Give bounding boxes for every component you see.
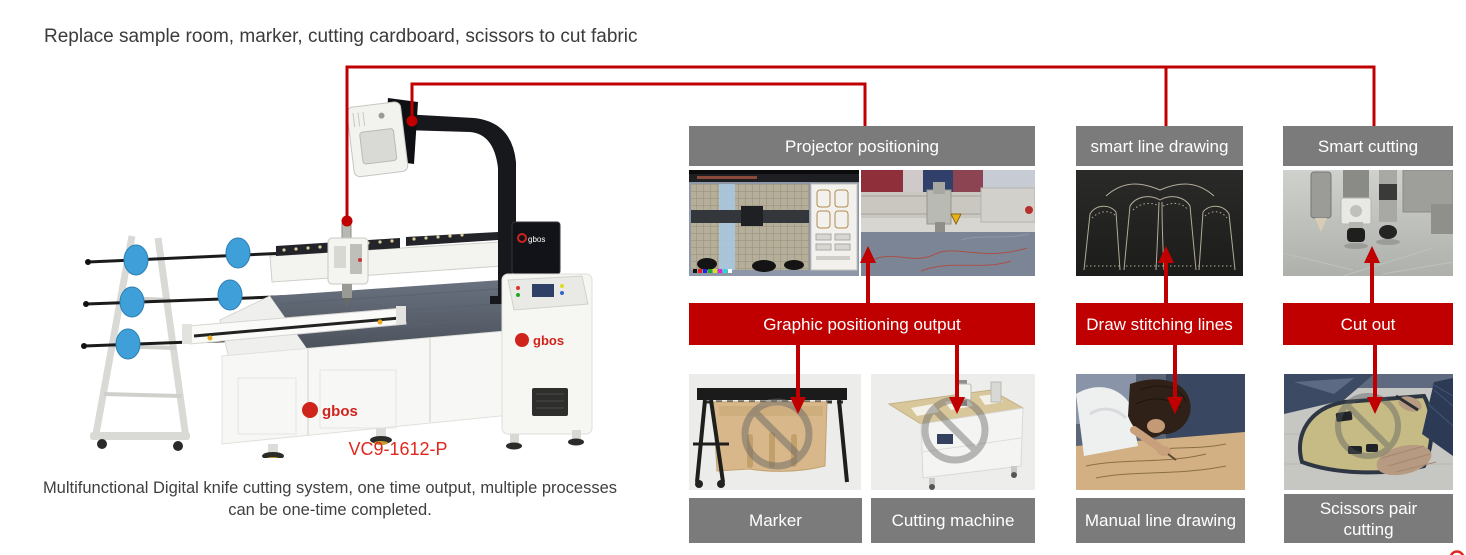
machine-photo: gbos xyxy=(70,88,650,461)
brand-logo-text: gbos xyxy=(322,403,358,420)
brand-logo: gbos xyxy=(302,402,358,420)
machine-description-line1: Multifunctional Digital knife cutting sy… xyxy=(42,479,618,497)
page-title: Replace sample room, marker, cutting car… xyxy=(44,26,638,47)
corner-page-mark xyxy=(1449,550,1465,555)
step-bar-label: Marker xyxy=(749,511,802,530)
step-bar-label: Graphic positioning output xyxy=(763,314,961,334)
step-bar-label: Cut out xyxy=(1340,314,1396,334)
step-bar-label: smart line drawing xyxy=(1090,136,1229,156)
software-screenshot-image xyxy=(689,170,859,276)
gantry-beam xyxy=(269,221,503,308)
laser-head-photo-image xyxy=(861,170,1035,276)
step-bar-projector-positioning: Projector positioning xyxy=(689,126,1035,166)
step-bar-marker: Marker xyxy=(689,498,862,543)
manual-drawing-photo-image xyxy=(1076,374,1245,490)
step-bar-graphic-positioning-output: Graphic positioning output xyxy=(689,303,1035,345)
prohibition-icon xyxy=(741,398,813,470)
fabric-roll-discs xyxy=(115,237,251,360)
step-bar-label: Draw stitching lines xyxy=(1086,314,1233,334)
step-bar-smart-cutting: Smart cutting xyxy=(1283,126,1453,166)
step-bar-label: Scissors pair cutting xyxy=(1319,498,1418,539)
machine-model-label: VC9-1612-P xyxy=(348,439,448,459)
projector-head xyxy=(346,101,409,178)
screen-brand-text: gbos xyxy=(528,235,545,244)
console-brand-logo: gbos xyxy=(515,333,564,348)
step-bar-label: Cutting machine xyxy=(891,511,1015,530)
step-bar-label: Smart cutting xyxy=(1317,136,1419,156)
console-brand-text: gbos xyxy=(533,333,564,348)
control-console: gbos gbos xyxy=(501,221,593,450)
step-bar-scissors-pair-cutting: Scissors pair cutting xyxy=(1284,494,1453,543)
step-bar-cutting-machine: Cutting machine xyxy=(871,498,1035,543)
cutting-heads-photo-image xyxy=(1283,170,1453,276)
machine-description-line2: can be one-time completed. xyxy=(228,501,432,519)
step-bar-manual-line-drawing: Manual line drawing xyxy=(1076,498,1245,543)
marker-plotter-image xyxy=(689,374,861,490)
flatbed-cutter-image xyxy=(871,374,1035,490)
cutting-head xyxy=(327,221,369,308)
scissors-cutting-photo-image xyxy=(1284,374,1453,490)
step-bar-cut-out: Cut out xyxy=(1283,303,1453,345)
step-bar-smart-line-drawing: smart line drawing xyxy=(1076,126,1243,166)
step-bar-label: Projector positioning xyxy=(784,136,940,156)
prohibition-icon xyxy=(1335,393,1401,459)
step-bar-draw-stitching-lines: Draw stitching lines xyxy=(1076,303,1243,345)
machine-description: Multifunctional Digital knife cutting sy… xyxy=(30,477,630,521)
chalk-pattern-image xyxy=(1076,170,1243,276)
step-bar-label: Manual line drawing xyxy=(1084,511,1237,530)
